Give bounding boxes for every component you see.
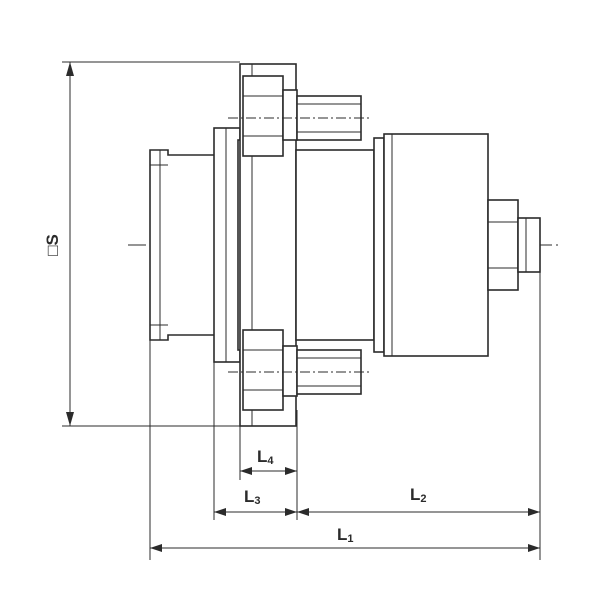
label-l2: L2 — [410, 485, 427, 505]
label-s: □S — [43, 234, 62, 256]
top-bolt — [228, 75, 372, 157]
label-l3: L3 — [244, 487, 261, 507]
dimension-s: □S — [43, 61, 240, 427]
dimension-l3: L3 — [214, 487, 297, 516]
cylinder-body — [295, 133, 489, 357]
label-l4: L4 — [257, 447, 274, 467]
dimension-l1: L1 — [150, 525, 540, 552]
label-l1: L1 — [337, 525, 354, 545]
dimension-l2: L2 — [297, 485, 540, 516]
pipe-end — [149, 149, 217, 341]
dimension-l4: L4 — [240, 447, 297, 475]
end-nut — [487, 199, 541, 291]
bottom-bolt — [228, 329, 372, 411]
